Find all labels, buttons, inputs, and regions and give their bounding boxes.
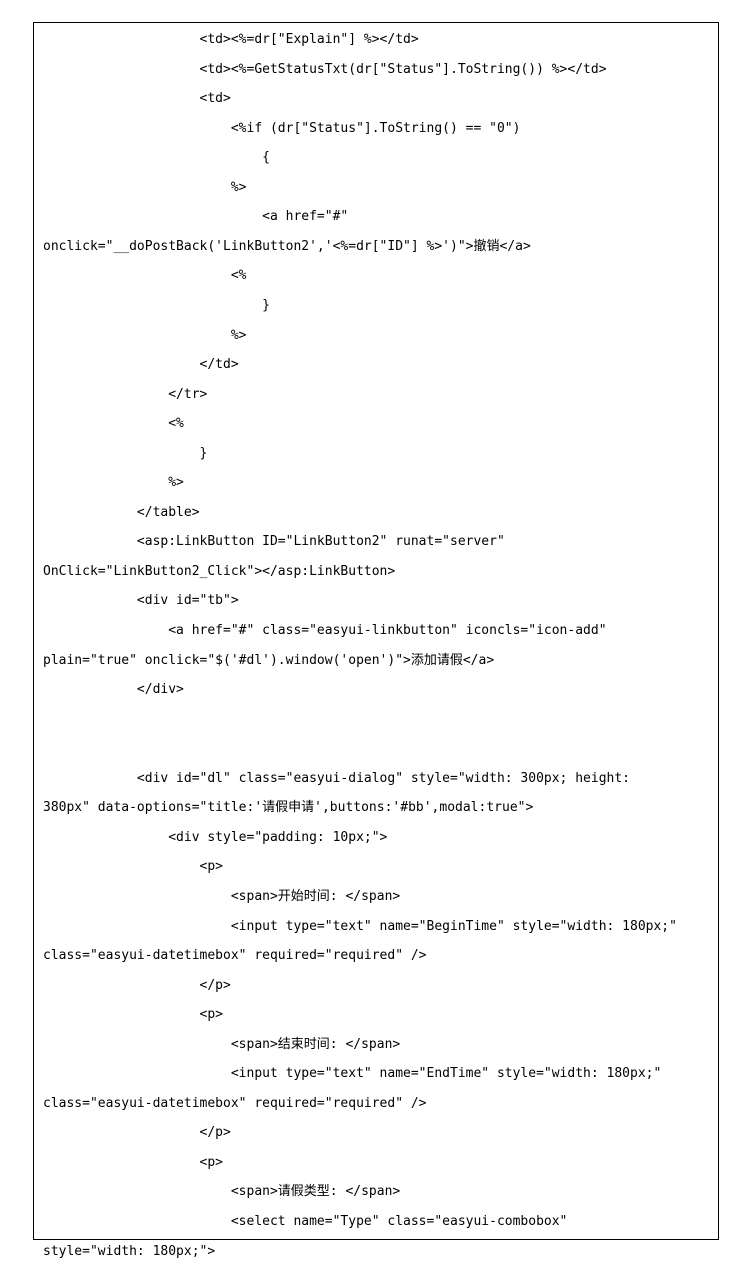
code-line: </table> bbox=[43, 504, 200, 520]
code-line: <p> bbox=[43, 1154, 224, 1170]
code-line: <p> bbox=[43, 859, 224, 875]
code-line: <% bbox=[43, 268, 247, 284]
code-line: %> bbox=[43, 475, 184, 491]
code-line: <a href="#" bbox=[43, 209, 349, 225]
code-line: </td> bbox=[43, 357, 239, 373]
code-line: <div id="tb"> bbox=[43, 593, 239, 609]
code-line: <%if (dr["Status"].ToString() == "0") bbox=[43, 120, 521, 136]
code-line: <div style="padding: 10px;"> bbox=[43, 829, 388, 845]
code-line: { bbox=[43, 150, 270, 166]
code-line: <td><%=dr["Explain"] %></td> bbox=[43, 32, 419, 47]
code-line: <div id="dl" class="easyui-dialog" style… bbox=[43, 770, 630, 786]
code-line: style="width: 180px;"> bbox=[43, 1243, 216, 1259]
code-line: <span>结束时间: </span> bbox=[43, 1036, 401, 1052]
code-line: %> bbox=[43, 327, 247, 343]
code-line: %> bbox=[43, 179, 247, 195]
code-line: </p> bbox=[43, 977, 231, 993]
code-line: } bbox=[43, 445, 208, 461]
code-line: <a href="#" class="easyui-linkbutton" ic… bbox=[43, 623, 607, 638]
code-line: <span>请假类型: </span> bbox=[43, 1184, 401, 1200]
code-line: <asp:LinkButton ID="LinkButton2" runat="… bbox=[43, 534, 505, 550]
code-line: class="easyui-datetimebox" required="req… bbox=[43, 1095, 427, 1111]
code-line: <td> bbox=[43, 91, 231, 107]
code-line: OnClick="LinkButton2_Click"></asp:LinkBu… bbox=[43, 563, 396, 579]
code-line: </div> bbox=[43, 682, 184, 698]
code-line: </p> bbox=[43, 1125, 231, 1141]
code-line: onclick="__doPostBack('LinkButton2','<%=… bbox=[43, 238, 531, 254]
code-line: 380px" data-options="title:'请假申请',button… bbox=[43, 800, 534, 816]
code-line: <input type="text" name="BeginTime" styl… bbox=[43, 918, 677, 934]
code-line: plain="true" onclick="$('#dl').window('o… bbox=[43, 652, 495, 668]
code-line: <select name="Type" class="easyui-combob… bbox=[43, 1214, 568, 1229]
code-line: } bbox=[43, 297, 270, 313]
code-line: <span>开始时间: </span> bbox=[43, 888, 401, 904]
code-line: <p> bbox=[43, 1007, 224, 1023]
code-line: <input type="text" name="EndTime" style=… bbox=[43, 1066, 662, 1082]
code-line: <td><%=GetStatusTxt(dr["Status"].ToStrin… bbox=[43, 61, 607, 77]
code-line: <% bbox=[43, 416, 184, 432]
code-frame bbox=[33, 22, 719, 1240]
code-line: </tr> bbox=[43, 386, 208, 402]
code-line: class="easyui-datetimebox" required="req… bbox=[43, 948, 427, 964]
